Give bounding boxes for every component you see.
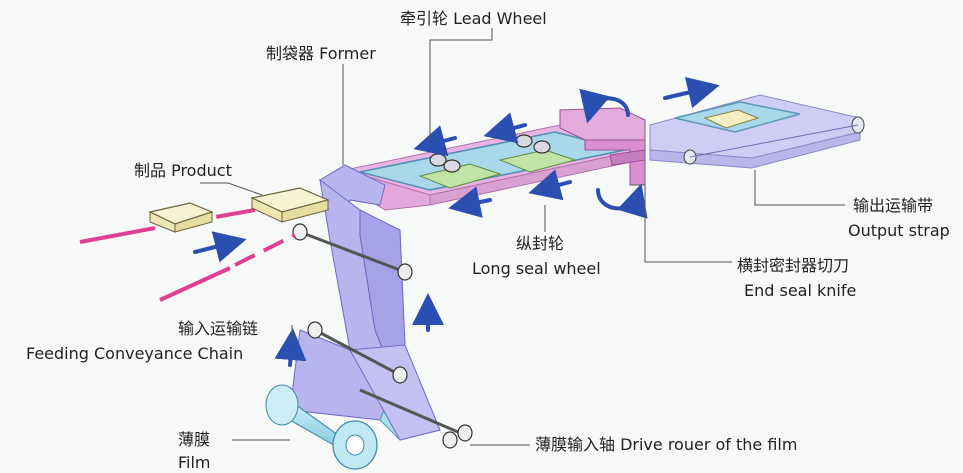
arrow-feed (193, 231, 247, 263)
arrow-seal-1 (448, 186, 492, 218)
arrow-rotate-top (579, 88, 630, 124)
flow-arrows (193, 76, 720, 367)
product-label: 制品 Product (134, 161, 232, 180)
guide-rollers (292, 223, 473, 449)
former-label: 制袋器 Former (266, 44, 376, 63)
long-seal-pads (418, 149, 577, 189)
long-seal-cn-label: 纵封轮 (516, 234, 565, 253)
long-seal-en-label: Long seal wheel (472, 259, 601, 278)
output-strap (649, 94, 865, 169)
arrow-film-up-1 (274, 328, 307, 367)
arrow-output (663, 76, 720, 109)
end-seal-cn-label: 横封密封器切刀 (737, 256, 850, 275)
leader-lines (200, 28, 845, 446)
lead-wheel-label: 牵引轮 Lead Wheel (400, 9, 547, 28)
drive-roller-label: 薄膜输入轴 Drive rouer of the film (535, 435, 798, 454)
product-items (148, 187, 330, 233)
film-cn-label: 薄膜 (178, 430, 211, 449)
arrow-rotate-bottom (596, 183, 648, 219)
feeding-en-label: Feeding Conveyance Chain (26, 344, 244, 363)
arrow-lead-1 (413, 125, 457, 157)
arrow-lead-2 (483, 112, 527, 144)
film-roll (265, 384, 378, 470)
feeding-cn-label: 输入运输链 (178, 319, 259, 338)
lead-wheels (429, 134, 551, 173)
output-strap-cn-label: 输出运输带 (853, 196, 934, 215)
film-en-label: Film (178, 453, 211, 472)
arrow-seal-2 (528, 169, 572, 201)
end-seal-en-label: End seal knife (744, 281, 857, 300)
former (319, 164, 406, 356)
output-strap-en-label: Output strap (848, 221, 950, 240)
